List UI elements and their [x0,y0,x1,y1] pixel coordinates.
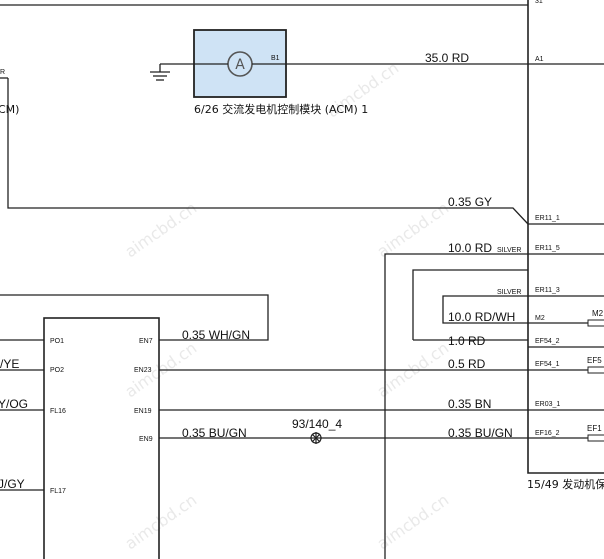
fuse-label-ef16: EF1 [587,424,602,433]
pin-en23: EN23 [134,367,152,374]
wire-label-b1-a1: 35.0 RD [425,51,469,65]
wire-er11-1 [7,78,529,225]
silver-label-er11-5: SILVER [497,247,521,254]
fuse-ef54 [587,366,604,374]
left-edge-fragments: R CM) [0,69,19,116]
fuse-label-m2: M2 [592,309,604,318]
wire-label-m2: 10.0 RD/WH [448,310,515,324]
pin-fl17: FL17 [50,488,66,495]
left-frag-r: R [0,69,5,76]
right-module-box [527,0,604,474]
pin-en19: EN19 [134,408,152,415]
right-module: 31 A1 ER11_1 ER11_5 ER11_3 M2 EF54_2 EF5… [527,0,604,491]
wire-en7-loop [0,294,269,341]
wire-er11-5 [384,253,528,559]
watermarks: aimcbd.cn aimcbd.cn aimcbd.cn aimcbd.cn … [121,58,452,553]
acm-pin-b1: B1 [271,55,280,62]
wire-label-ef54-2: 1.0 RD [448,334,486,348]
fuse-ef16 [587,434,604,442]
pin-er11-5: ER11_5 [535,245,560,252]
pin-en7: EN7 [139,338,153,345]
wire-label-en7: 0.35 WH/GN [182,328,250,342]
wire-label-en9: 0.35 BU/GN [182,426,247,440]
pin-ef54-1: EF54_1 [535,361,560,368]
splice-symbol [310,432,322,444]
pin-fl16: FL16 [50,408,66,415]
wire-label-ef54-1: 0.5 RD [448,357,486,371]
right-module-caption: 15/49 发动机保 [527,477,604,491]
alternator-symbol-label: A [235,57,245,73]
left-frag-gy: J/GY [0,477,25,491]
acm-module: A B1 6/26 交流发电机控制模块 (ACM) 1 [150,29,368,116]
wire-label-er11-5: 10.0 RD [448,241,492,255]
pin-ef16-2: EF16_2 [535,430,560,437]
acm-caption: 6/26 交流发电机控制模块 (ACM) 1 [194,102,368,116]
silver-label-er11-3: SILVER [497,289,521,296]
watermark: aimcbd.cn [121,490,200,553]
pin-a1: A1 [535,56,544,63]
left-connector-box [43,317,160,559]
pin-po2: PO2 [50,367,64,374]
left-connector: PO1 PO2 FL16 FL17 EN7 EN23 EN19 EN9 [43,317,160,559]
left-frag-ye: /YE [0,357,19,371]
wire-label-er03-1: 0.35 BN [448,397,491,411]
pin-en9: EN9 [139,436,153,443]
pin-31: 31 [535,0,543,5]
pin-ef54-2: EF54_2 [535,338,560,345]
wire-er11-3-m2 [442,295,528,324]
wire-er11-3-loop [412,269,528,340]
wire-label-er11-1: 0.35 GY [448,195,492,209]
left-frag-og: Y/OG [0,397,28,411]
pin-er11-3: ER11_3 [535,287,560,294]
left-frag-cm: CM) [0,103,19,116]
pin-er11-1: ER11_1 [535,215,560,222]
fuse-label-ef54: EF5 [587,356,602,365]
pin-po1: PO1 [50,338,64,345]
wire-label-ef16-2: 0.35 BU/GN [448,426,513,440]
splice-label: 93/140_4 [292,417,342,431]
pin-er03-1: ER03_1 [535,401,560,408]
fuse-m2 [587,319,604,327]
pin-m2: M2 [535,315,545,322]
